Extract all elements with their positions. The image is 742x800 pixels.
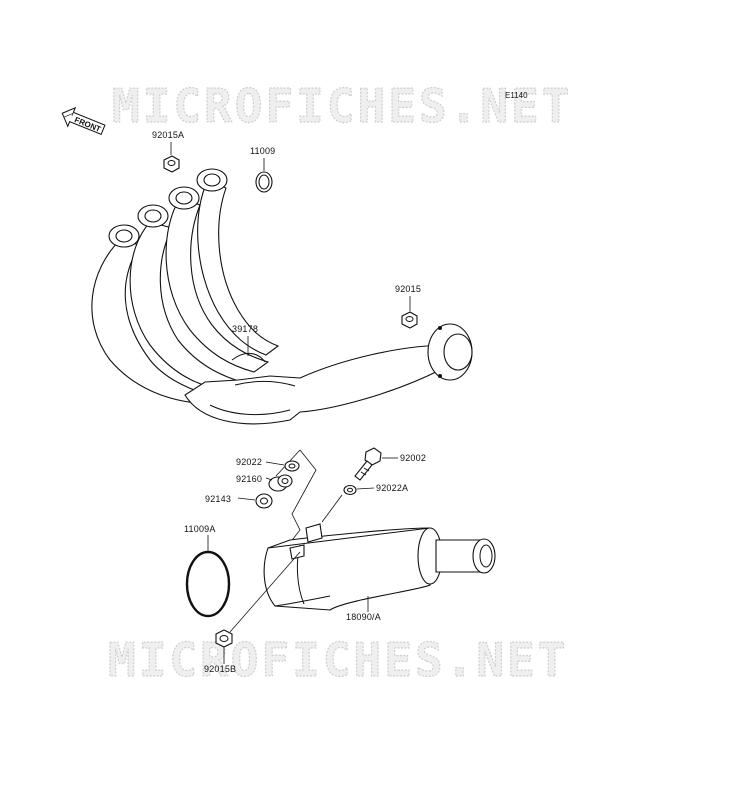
nut-92015[interactable] (401, 296, 418, 329)
gasket-11009A[interactable] (185, 535, 231, 618)
label-92143: 92143 (205, 494, 231, 504)
label-92002: 92002 (400, 453, 426, 463)
label-39178: 39178 (232, 324, 258, 334)
watermark-bottom: MICROFICHES.NET (108, 633, 568, 687)
watermark-top: MICROFICHES.NET (112, 79, 572, 133)
label-92015A: 92015A (152, 130, 184, 140)
label-92160: 92160 (236, 474, 262, 484)
gasket-11009[interactable] (255, 158, 273, 193)
label-92015: 92015 (395, 284, 421, 294)
collar-92143[interactable] (255, 493, 273, 509)
label-92022A: 92022A (376, 483, 408, 493)
muffler-18090A[interactable] (263, 523, 496, 612)
front-arrow-icon: FRONT (61, 106, 106, 136)
label-11009A: 11009A (184, 524, 216, 534)
label-92022: 92022 (236, 457, 262, 467)
label-18090A: 18090/A (346, 612, 381, 622)
bolt-92002[interactable] (354, 447, 398, 481)
washer-92022[interactable] (284, 460, 300, 472)
label-92015B: 92015B (204, 664, 236, 674)
washer-92022A[interactable] (321, 484, 375, 523)
nut-92015B[interactable] (215, 551, 301, 664)
label-11009: 11009 (250, 146, 275, 156)
nut-92015A[interactable] (163, 142, 180, 173)
reference-code: E1140 (505, 91, 528, 100)
rubber-damper-92160[interactable] (268, 474, 293, 492)
exhaust-header-pipes[interactable] (91, 168, 473, 425)
